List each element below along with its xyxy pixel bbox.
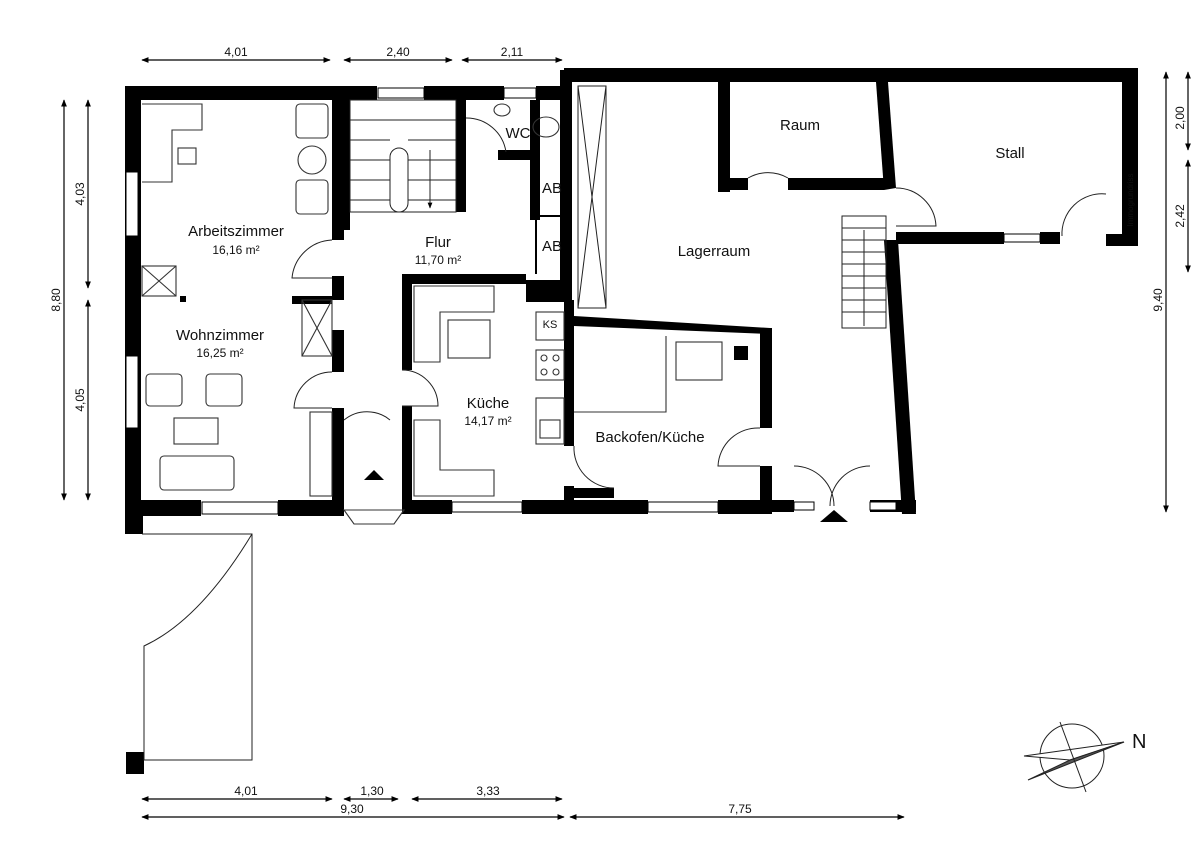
entrance-arrows [364, 470, 848, 522]
label-ab-1: AB [542, 180, 562, 197]
dim-bottom-total-left: 9,30 [340, 802, 364, 816]
dim-bottom-2: 1,30 [360, 784, 384, 798]
dim-bottom-1: 4,01 [234, 784, 258, 798]
label-wohnzimmer: Wohnzimmer [176, 327, 264, 344]
label-lagerraum: Lagerraum [678, 243, 751, 260]
dim-top-3: 2,11 [501, 45, 524, 59]
furniture [141, 103, 723, 525]
walls [125, 68, 1138, 774]
dimension-labels: 4,01 2,40 2,11 8,80 4,03 4,05 9,40 2,00 … [49, 45, 1187, 816]
area-arbeitszimmer: 16,16 m² [212, 243, 259, 257]
dim-right-upper: 2,00 [1173, 106, 1187, 130]
ab-divider [535, 160, 560, 274]
dim-bottom-3: 3,33 [476, 784, 500, 798]
compass-icon [1023, 721, 1125, 793]
dimension-lines [61, 57, 1191, 820]
label-ks: KS [543, 319, 558, 331]
label-arbeitszimmer: Arbeitszimmer [188, 223, 284, 240]
dim-left-lower: 4,05 [73, 388, 87, 412]
label-raum: Raum [780, 117, 820, 134]
dim-right-lower: 2,42 [1173, 204, 1187, 228]
dim-left-upper: 4,03 [73, 182, 87, 206]
lager-shelf [577, 85, 607, 309]
dim-bottom-total-right: 7,75 [728, 802, 752, 816]
compass-north-label: N [1132, 731, 1146, 753]
label-stall: Stall [995, 145, 1024, 162]
door-swings [142, 117, 1107, 761]
watermark: Immogrundriss [1126, 174, 1135, 227]
dim-top-1: 4,01 [224, 45, 248, 59]
area-wohnzimmer: 16,25 m² [196, 346, 243, 360]
windows [125, 87, 1041, 515]
label-wc: WC [506, 125, 531, 142]
room-labels: Arbeitszimmer 16,16 m² Wohnzimmer 16,25 … [176, 117, 1135, 446]
label-flur: Flur [425, 234, 451, 251]
area-flur: 11,70 m² [415, 253, 461, 267]
label-backofen: Backofen/Küche [595, 429, 704, 446]
label-kueche: Küche [467, 395, 510, 412]
stairs [349, 99, 887, 329]
dim-left-total: 8,80 [49, 288, 63, 312]
area-kueche: 14,17 m² [464, 414, 511, 428]
dim-right-total: 9,40 [1151, 288, 1165, 312]
dim-top-2: 2,40 [386, 45, 410, 59]
label-ab-2: AB [542, 238, 562, 255]
